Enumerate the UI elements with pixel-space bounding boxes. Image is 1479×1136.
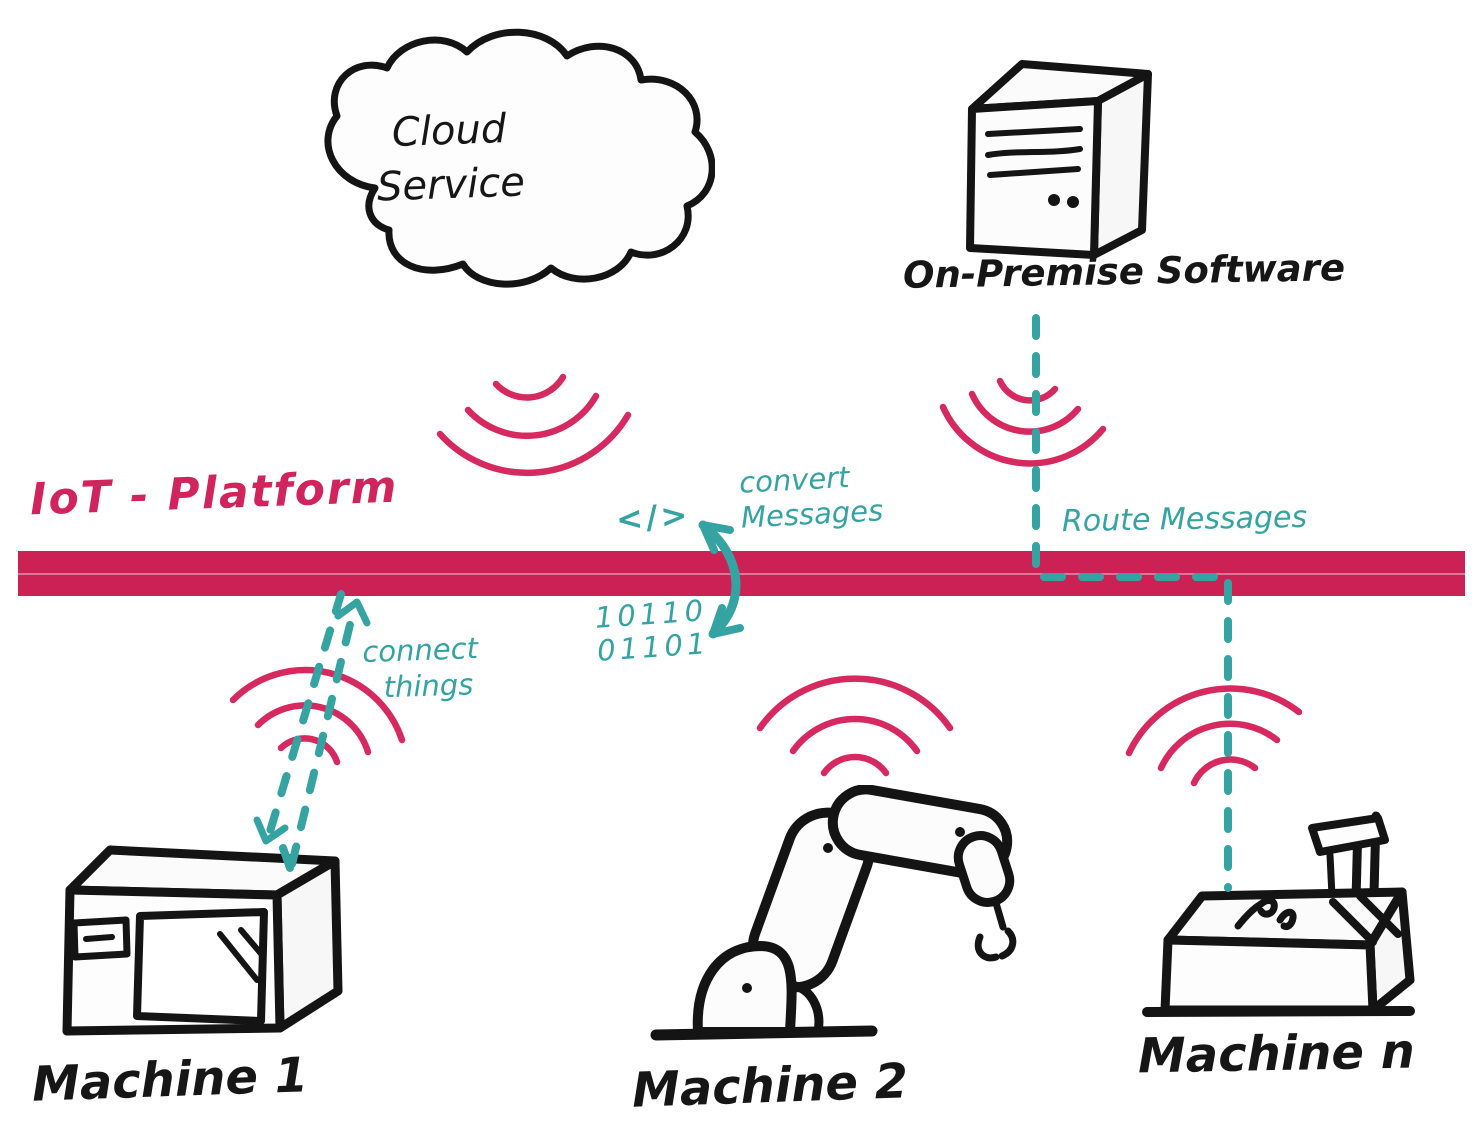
server-vent-line: [985, 126, 1083, 137]
machine1-panel-button: [83, 934, 115, 942]
wifi-arc: [789, 715, 921, 755]
cloud-label-line1: Cloud: [391, 106, 507, 156]
arrow-up-icon: [699, 521, 734, 554]
server-led: [1067, 196, 1079, 208]
binary-annotation: 10110 01101: [594, 593, 711, 668]
wifi-icon-cloud: [436, 373, 632, 477]
wifi-arc: [464, 392, 600, 440]
wifi-arc: [996, 377, 1059, 404]
cloud-service-label: Cloud Service: [328, 100, 572, 216]
connect-line1: connect: [361, 631, 479, 670]
server-led: [1048, 194, 1060, 206]
route-messages-line: [1040, 573, 1232, 892]
machine1-window: [133, 908, 268, 1025]
machinen-hatch-line: [1356, 892, 1402, 938]
cloud-label-line2: Service: [376, 159, 526, 211]
wifi-arc: [1125, 685, 1303, 757]
wifi-arc: [1157, 720, 1281, 772]
server-vent-line: [987, 166, 1081, 178]
machine-1-icon: [62, 845, 343, 1036]
wifi-arc: [277, 735, 341, 766]
machinen-ground-line: [1142, 1006, 1415, 1017]
machine-n-icon: [1142, 811, 1415, 1017]
machinen-workpiece: [1276, 908, 1297, 930]
machine-1-label: Machine 1: [31, 1047, 309, 1113]
robot-ground-line: [650, 1025, 878, 1041]
machine-2-icon: [650, 785, 1017, 1041]
convert-line2: Messages: [740, 493, 884, 535]
wifi-arc: [229, 666, 406, 744]
robot-joint-dot: [823, 843, 833, 853]
wifi-arc: [820, 753, 890, 777]
on-premise-label: On-Premise Software: [902, 246, 1346, 297]
machine-n-label: Machine n: [1137, 1023, 1416, 1085]
arrow-down-icon: [253, 816, 289, 845]
robot-joint-dot: [955, 827, 965, 837]
convert-arrow-curve: [698, 520, 741, 639]
iot-platform-bar: [18, 551, 1465, 596]
server-icon: [966, 60, 1152, 259]
connect-line-up: [288, 604, 358, 868]
connect-things-annotation: connect things: [362, 630, 480, 706]
wifi-icon-machine-1: [229, 666, 406, 766]
server-front-face: [966, 97, 1102, 259]
cloud-icon: [324, 28, 715, 288]
route-messages-annotation: Route Messages: [1061, 499, 1308, 540]
connect-line2: things: [383, 667, 474, 705]
platform-bar-seam: [18, 573, 1465, 575]
machine-2-label: Machine 2: [631, 1053, 909, 1119]
wifi-arc: [254, 702, 372, 756]
connect-line-down: [264, 590, 345, 842]
machinen-workpiece: [1257, 897, 1278, 918]
arrow-down-icon: [709, 604, 744, 638]
robot-joint-dot: [742, 983, 752, 993]
wifi-arc: [756, 675, 954, 732]
machinen-head-plate: [1308, 814, 1389, 856]
robot-gripper: [974, 933, 1000, 962]
machinen-hatch-line: [1329, 898, 1377, 946]
convert-messages-arrow: [698, 520, 744, 639]
code-brackets-icon: </>: [614, 495, 692, 539]
connect-things-arrows: [253, 590, 371, 872]
wifi-icon-machine-2: [756, 675, 954, 777]
wifi-icon-on-premise: [939, 377, 1107, 467]
robot-gripper: [998, 927, 1017, 960]
wifi-icon-machine-n: [1125, 685, 1303, 787]
wifi-arc: [492, 373, 567, 401]
wifi-arc: [1190, 756, 1259, 787]
wifi-arc: [968, 390, 1082, 435]
machine1-window-reflection: [217, 931, 260, 983]
convert-messages-annotation: convert Messages: [738, 458, 884, 535]
wifi-arc: [939, 403, 1107, 467]
server-vent-line: [985, 146, 1083, 158]
machine1-window-reflection: [238, 927, 266, 959]
wifi-arc: [436, 411, 632, 477]
arrow-up-icon: [334, 598, 371, 627]
robot-gripper-link: [992, 899, 1007, 931]
cloud-outline: [324, 28, 715, 288]
